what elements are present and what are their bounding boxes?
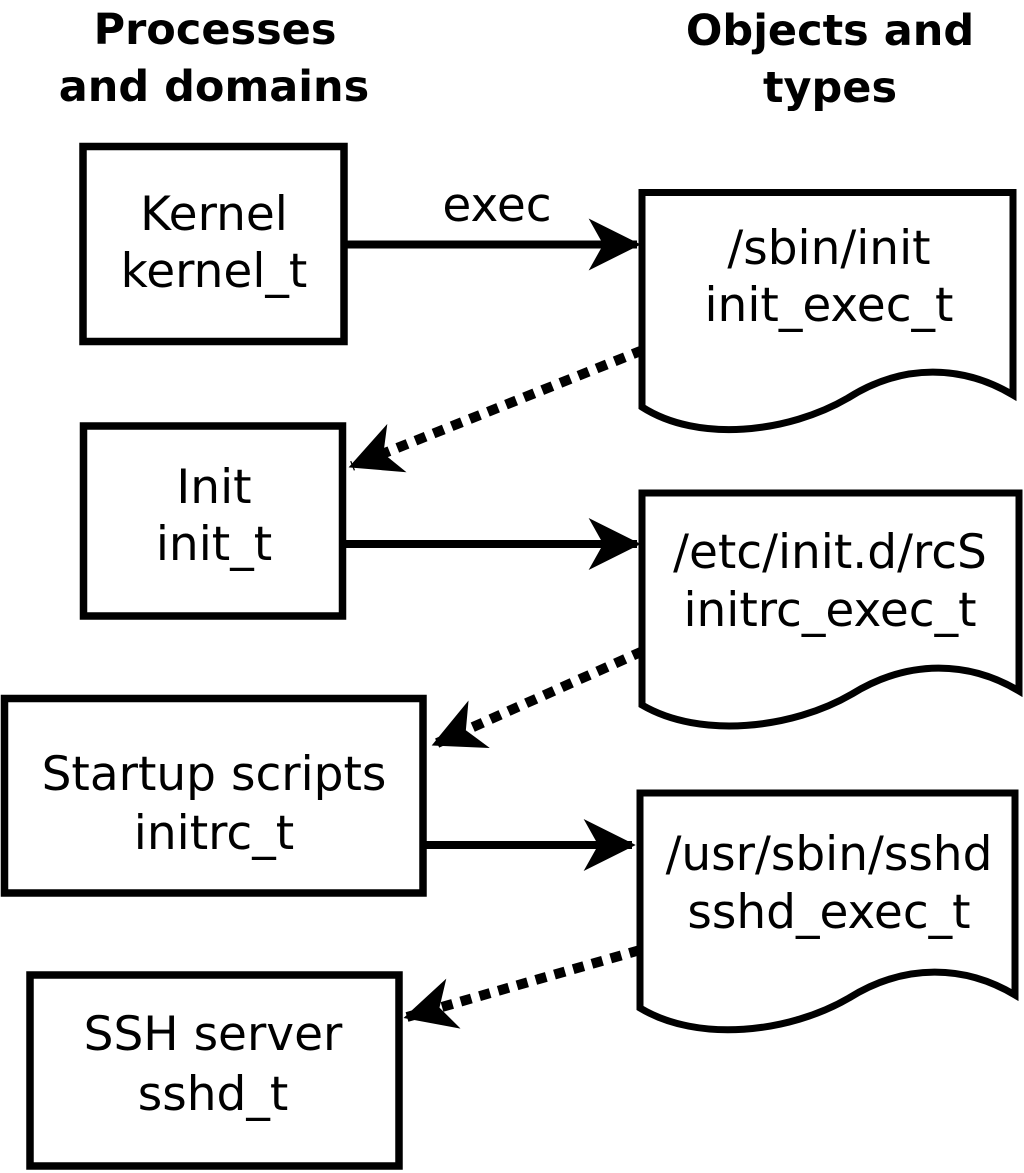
object-doc-etc-initd-rcs: /etc/init.d/rcS initrc_exec_t <box>638 489 1023 730</box>
usr-sbin-sshd-doc-shape <box>636 789 1019 1034</box>
transition-arrow-rcs-to-startup <box>431 646 646 749</box>
init-box <box>79 422 347 620</box>
kernel-type-label: kernel_t <box>121 244 308 299</box>
transition-arrow-sbin-init-to-init <box>348 345 645 473</box>
ssh-server-box <box>26 971 403 1170</box>
init-type-label: init_t <box>156 517 272 572</box>
etc-initd-rcs-type-label: initrc_exec_t <box>683 583 976 638</box>
process-box-init: Init init_t <box>79 422 347 620</box>
header-objects-line-1: Objects and <box>686 6 974 56</box>
kernel-name-label: Kernel <box>140 187 288 242</box>
etc-initd-rcs-path-label: /etc/init.d/rcS <box>673 525 987 580</box>
ssh-server-name-label: SSH server <box>84 1007 343 1062</box>
header-objects-line-2: types <box>763 63 897 113</box>
sbin-init-doc-shape <box>638 189 1017 434</box>
process-box-startup-scripts: Startup scripts initrc_t <box>0 694 427 897</box>
usr-sbin-sshd-path-label: /usr/sbin/sshd <box>666 827 993 882</box>
exec-arrow-label: exec <box>442 178 551 233</box>
header-processes-line-2: and domains <box>59 62 369 112</box>
startup-scripts-name-label: Startup scripts <box>42 747 387 802</box>
header-objects-and-types: Objects and types <box>686 6 974 113</box>
init-name-label: Init <box>176 460 251 515</box>
object-doc-usr-sbin-sshd: /usr/sbin/sshd sshd_exec_t <box>636 789 1019 1034</box>
process-box-ssh-server: SSH server sshd_t <box>26 971 403 1170</box>
process-box-kernel: Kernel kernel_t <box>79 142 348 346</box>
transition-arrow-sshd-to-ssh-server <box>403 945 642 1029</box>
startup-scripts-type-label: initrc_t <box>134 806 294 861</box>
header-processes-line-1: Processes <box>94 5 337 55</box>
sbin-init-path-label: /sbin/init <box>727 221 930 276</box>
header-processes-and-domains: Processes and domains <box>59 5 369 112</box>
ssh-server-type-label: sshd_t <box>138 1067 289 1122</box>
usr-sbin-sshd-type-label: sshd_exec_t <box>687 885 970 940</box>
kernel-box <box>79 142 348 346</box>
etc-initd-rcs-doc-shape <box>638 489 1023 730</box>
sbin-init-type-label: init_exec_t <box>705 278 954 333</box>
object-doc-sbin-init: /sbin/init init_exec_t <box>638 189 1017 434</box>
startup-scripts-box <box>0 694 427 897</box>
